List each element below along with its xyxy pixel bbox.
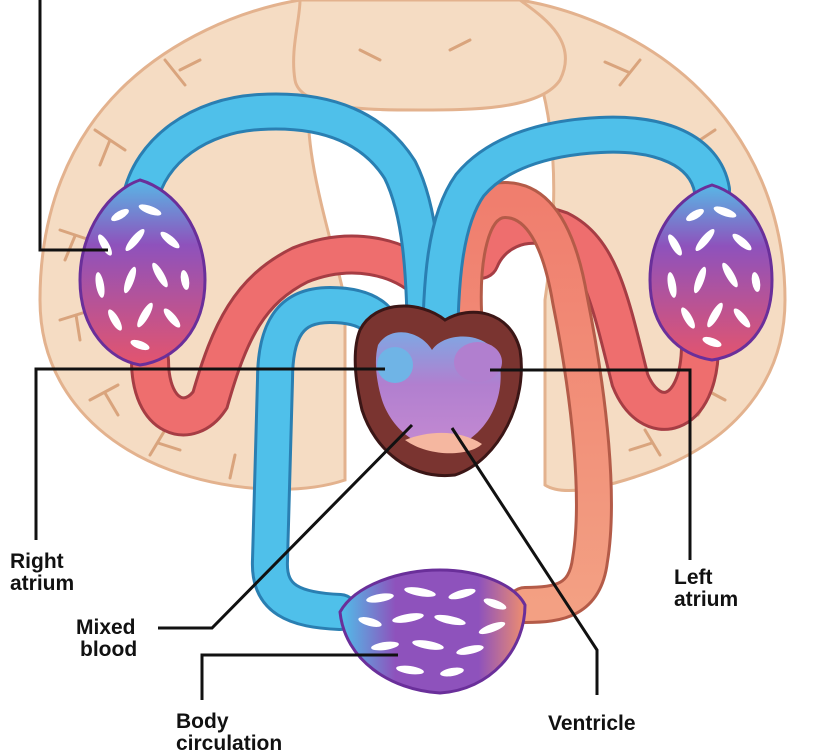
heart [355, 306, 521, 475]
right-atrium-chamber [377, 347, 413, 383]
label-ventricle: Ventricle [548, 712, 636, 735]
lung-tissue-top [294, 0, 566, 110]
label-left-atrium: Left atrium [674, 566, 738, 611]
label-body-circulation: Body circulation [176, 710, 282, 755]
capillary-bed-body [340, 570, 525, 693]
label-mixed-blood: Mixed blood [76, 616, 141, 661]
label-right-atrium: Right atrium [10, 550, 74, 595]
left-atrium-chamber [454, 342, 502, 382]
